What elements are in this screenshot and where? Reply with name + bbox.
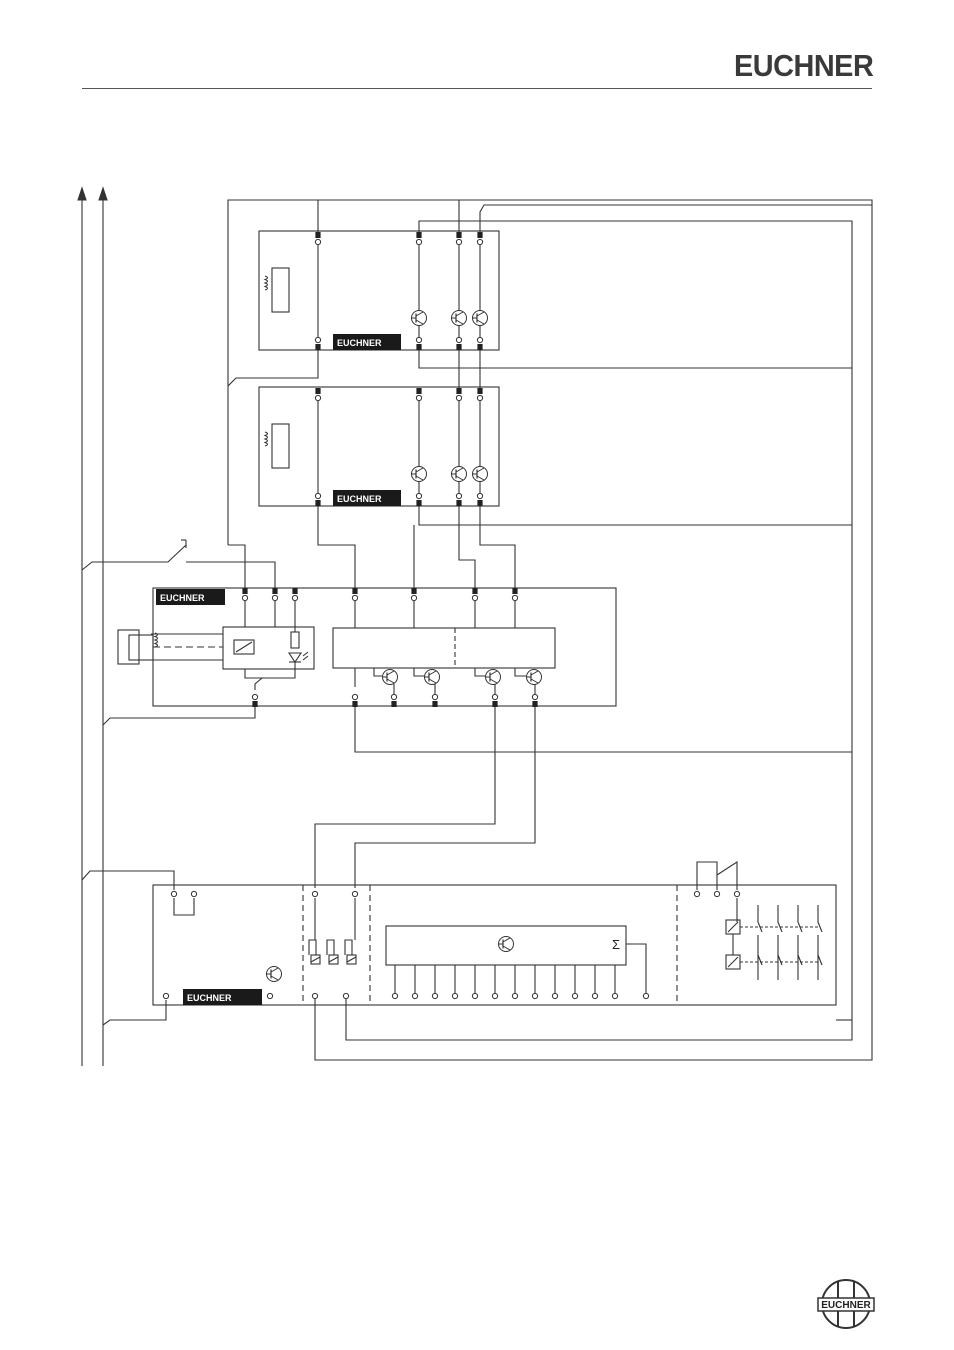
- evaluation-unit-label: EUCHNER: [160, 593, 205, 603]
- switch-1-label: EUCHNER: [337, 338, 382, 348]
- switch-2-label-plate: EUCHNER: [333, 490, 401, 506]
- control-unit-label-plate: EUCHNER: [183, 989, 262, 1005]
- footer-brand-badge: EUCHNER: [816, 1274, 876, 1334]
- evaluation-unit-label-plate: EUCHNER: [156, 589, 225, 605]
- control-unit-label: EUCHNER: [187, 993, 232, 1003]
- sum-symbol: Σ: [612, 937, 620, 952]
- switch-2-label: EUCHNER: [337, 494, 382, 504]
- switch-1-label-plate: EUCHNER: [333, 334, 401, 350]
- footer-badge-text: EUCHNER: [821, 1300, 871, 1311]
